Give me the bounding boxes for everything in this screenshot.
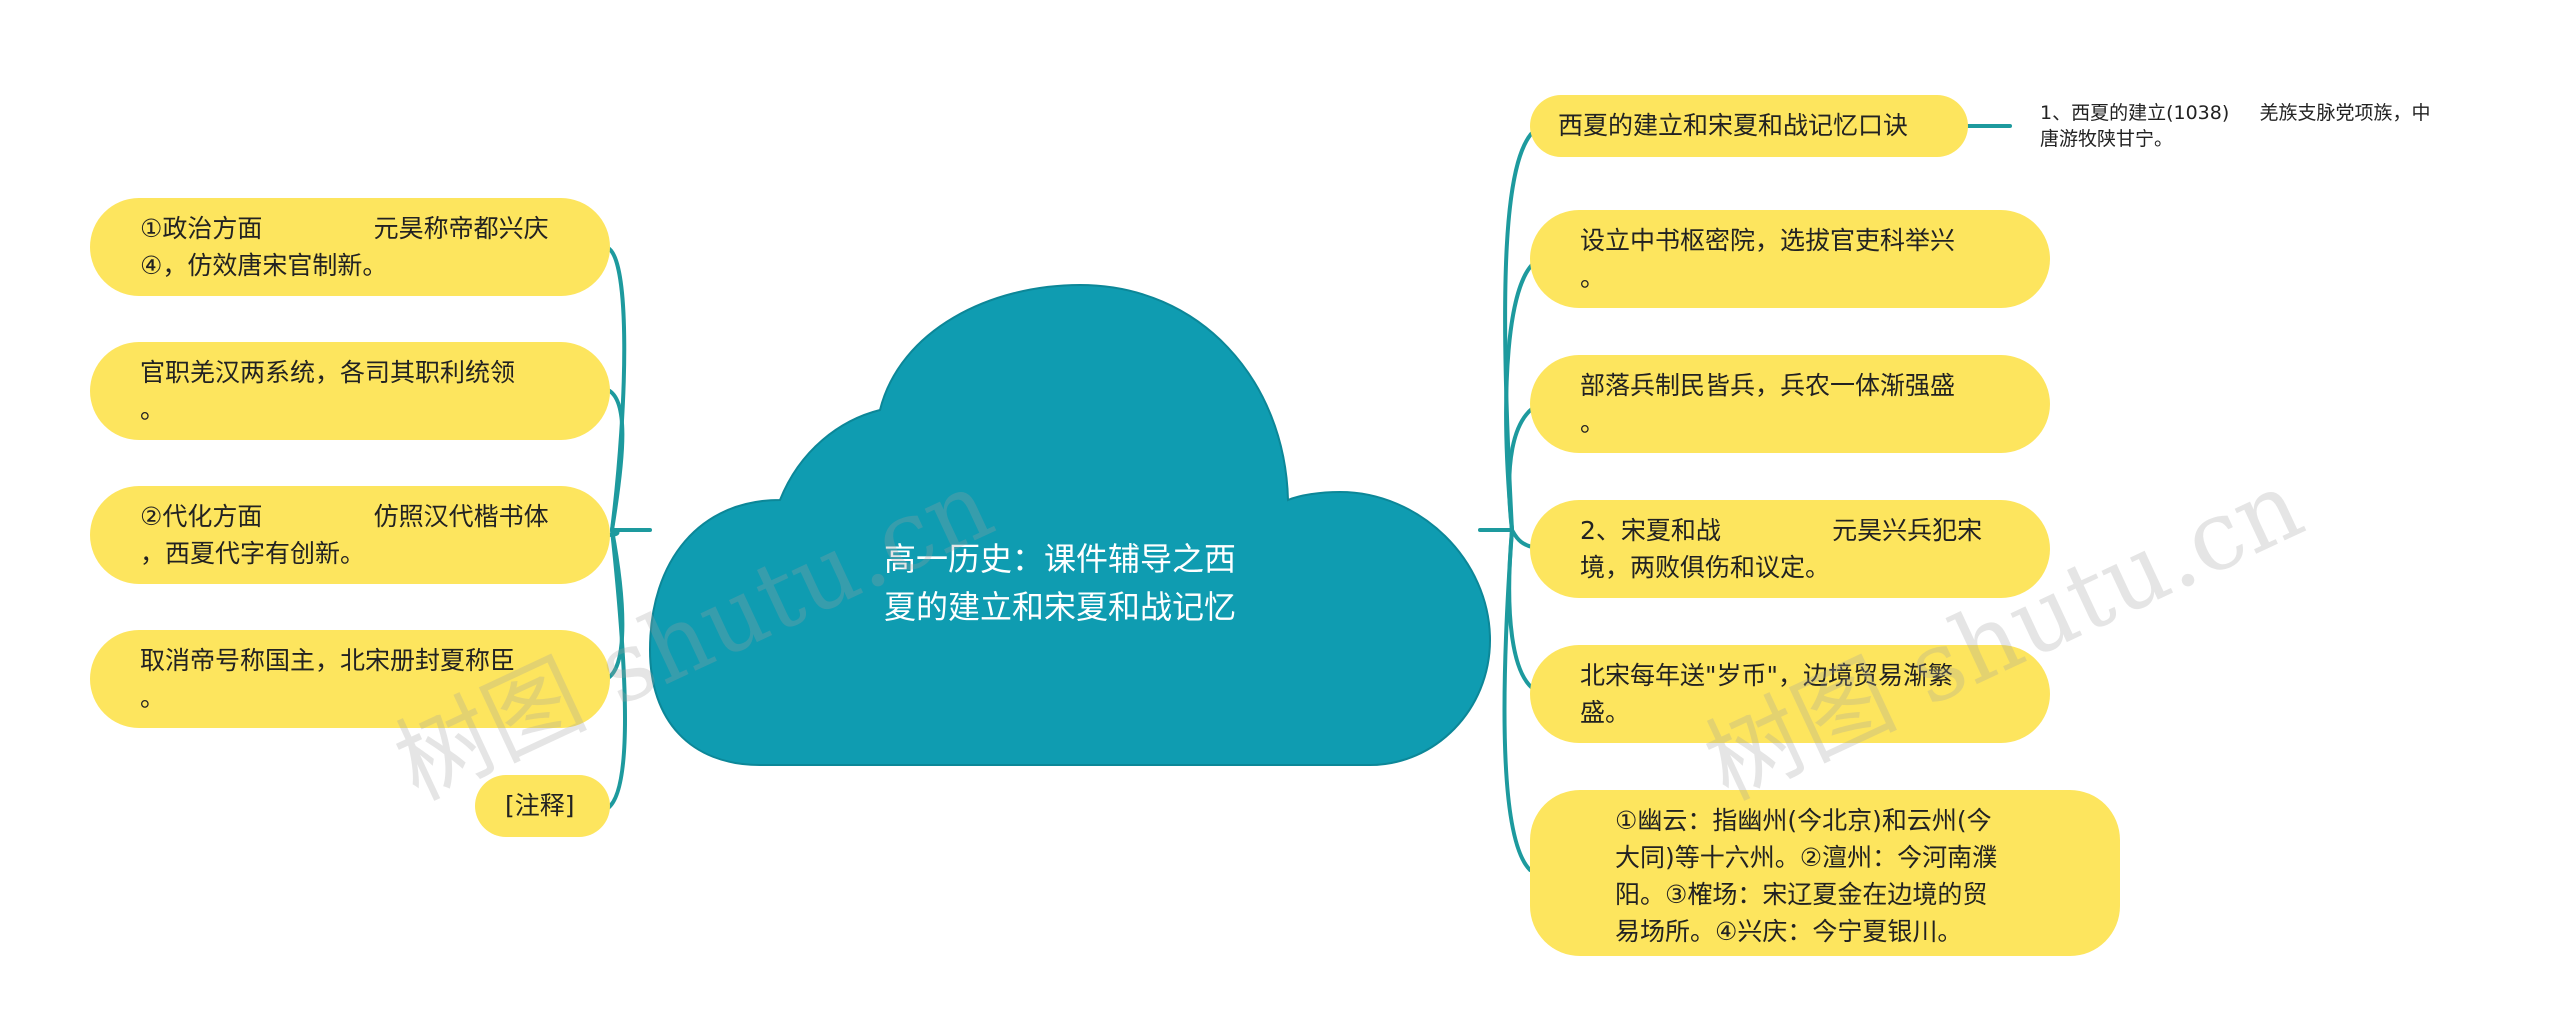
central-topic-line-1: 高一历史：课件辅导之西 (883, 540, 1236, 578)
left-node-title[interactable]: 取消帝号称国主，北宋册封夏称臣 。 (90, 630, 610, 728)
left-node-officials[interactable]: 官职羌汉两系统，各司其职利统领 。 (90, 342, 610, 440)
right-node-mnemonic[interactable]: 西夏的建立和宋夏和战记忆口诀 (1530, 95, 1968, 157)
right-node-military[interactable]: 部落兵制民皆兵，兵农一体渐强盛 。 (1530, 355, 2050, 453)
central-topic[interactable]: 高一历史：课件辅导之西 夏的建立和宋夏和战记忆 (820, 535, 1300, 631)
central-topic-line-2: 夏的建立和宋夏和战记忆 (883, 588, 1236, 626)
connector-left-5 (606, 528, 627, 810)
connector-right-6 (1502, 528, 1532, 872)
sub-note-establishment[interactable]: 1、西夏的建立(1038) 羌族支脉党项族，中 唐游牧陕甘宁。 (2040, 102, 2431, 150)
left-node-notes[interactable]: [注释] (475, 775, 610, 837)
left-node-politics[interactable]: ①政治方面 元昊称帝都兴庆 ④，仿效唐宋官制新。 (90, 198, 610, 296)
left-node-culture[interactable]: ②代化方面 仿照汉代楷书体 ，西夏代字有创新。 (90, 486, 610, 584)
right-node-central-govt[interactable]: 设立中书枢密院，选拔官吏科举兴 。 (1530, 210, 2050, 308)
right-node-war-peace[interactable]: 2、宋夏和战 元昊兴兵犯宋 境，两败俱伤和议定。 (1530, 500, 2050, 598)
right-node-annotations[interactable]: ①幽云：指幽州(今北京)和云州(今 大同)等十六州。②澶州：今河南濮 阳。③榷场… (1530, 790, 2120, 956)
right-node-tribute[interactable]: 北宋每年送"岁币"，边境贸易渐繁 盛。 (1530, 645, 2050, 743)
connector-left-2 (606, 388, 625, 532)
